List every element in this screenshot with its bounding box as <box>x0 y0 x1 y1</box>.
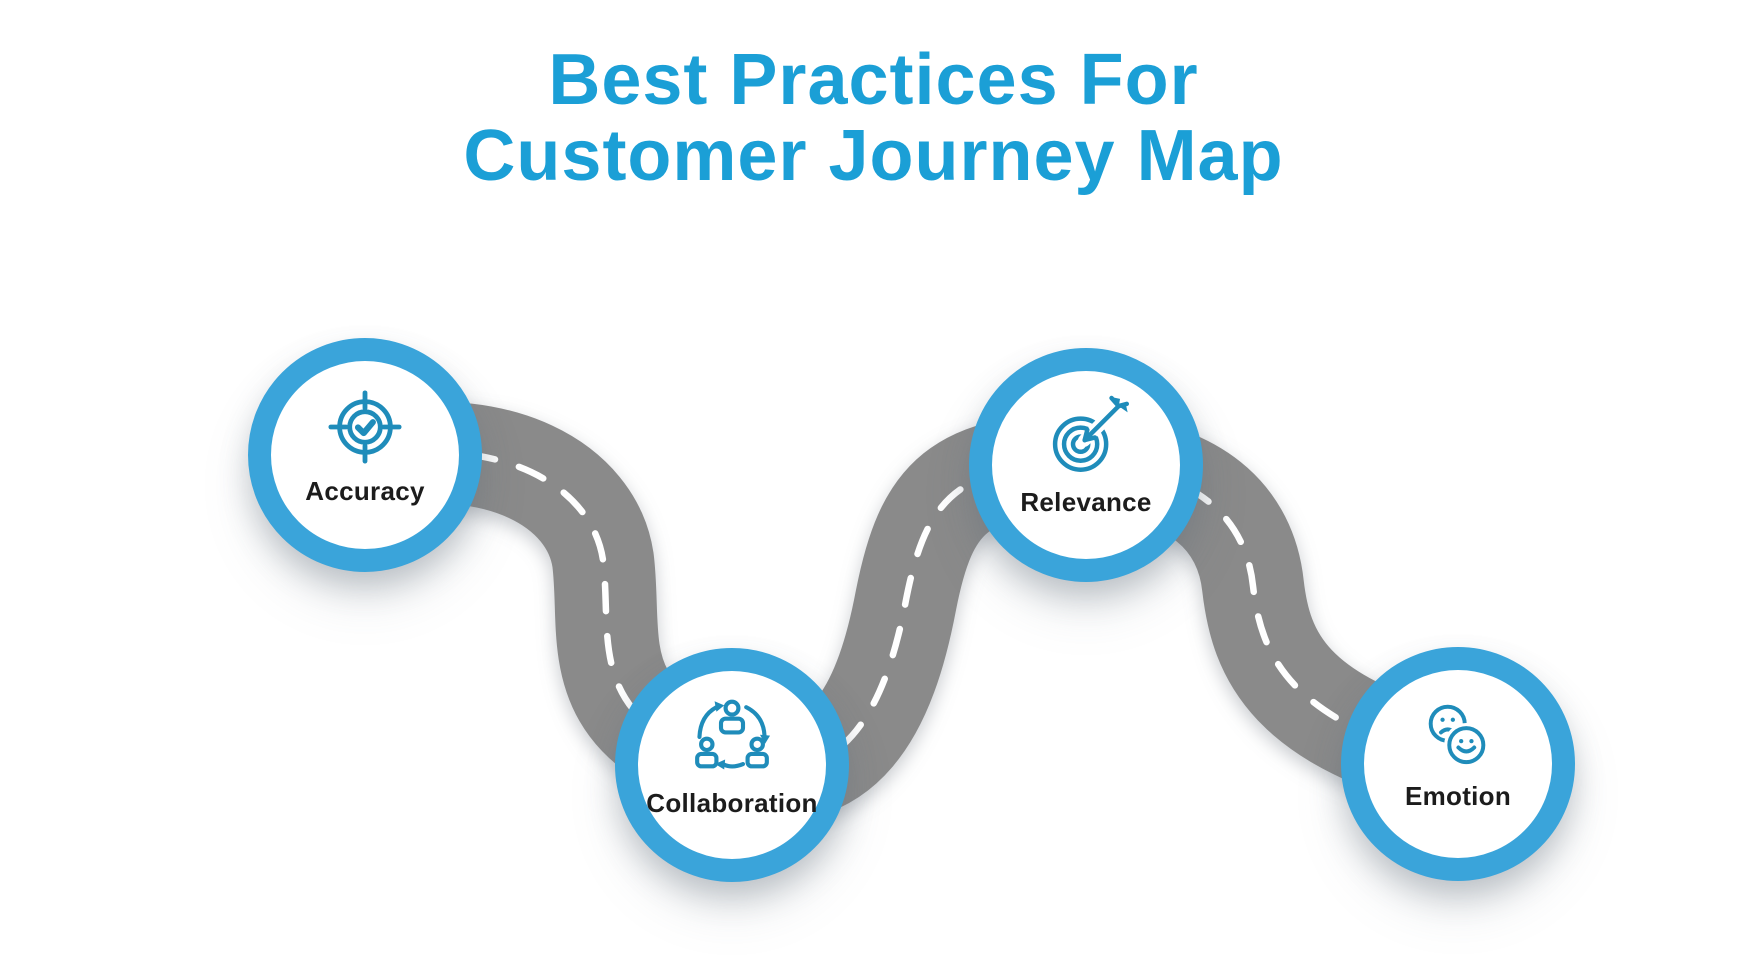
node-collaboration: Collaboration <box>615 648 849 882</box>
node-label: Collaboration <box>646 788 818 818</box>
road-surface <box>354 401 1471 822</box>
node-relevance-content: Relevance <box>1020 394 1151 518</box>
node-accuracy-content: Accuracy <box>305 385 424 507</box>
dartboard-arrow-icon <box>1052 394 1129 472</box>
node-relevance: Relevance <box>969 348 1203 582</box>
node-label: Emotion <box>1404 781 1512 811</box>
page-title: Best Practices For Customer Journey Map <box>0 42 1747 194</box>
node-label: Relevance <box>1020 487 1152 517</box>
node-label: Accuracy <box>305 476 425 506</box>
title-line-2: Customer Journey Map <box>463 116 1284 196</box>
node-collaboration-content: Collaboration <box>646 693 817 819</box>
title-line-1: Best Practices For <box>548 40 1199 120</box>
target-check-icon <box>328 390 402 464</box>
node-accuracy: Accuracy <box>248 338 482 572</box>
road-centerline-dashes <box>361 449 1462 774</box>
node-emotion-content: Emotion <box>1405 698 1511 812</box>
happy-sad-faces-icon <box>1428 704 1489 768</box>
node-emotion: Emotion <box>1341 647 1575 881</box>
people-collaboration-cycle-icon <box>695 699 771 770</box>
